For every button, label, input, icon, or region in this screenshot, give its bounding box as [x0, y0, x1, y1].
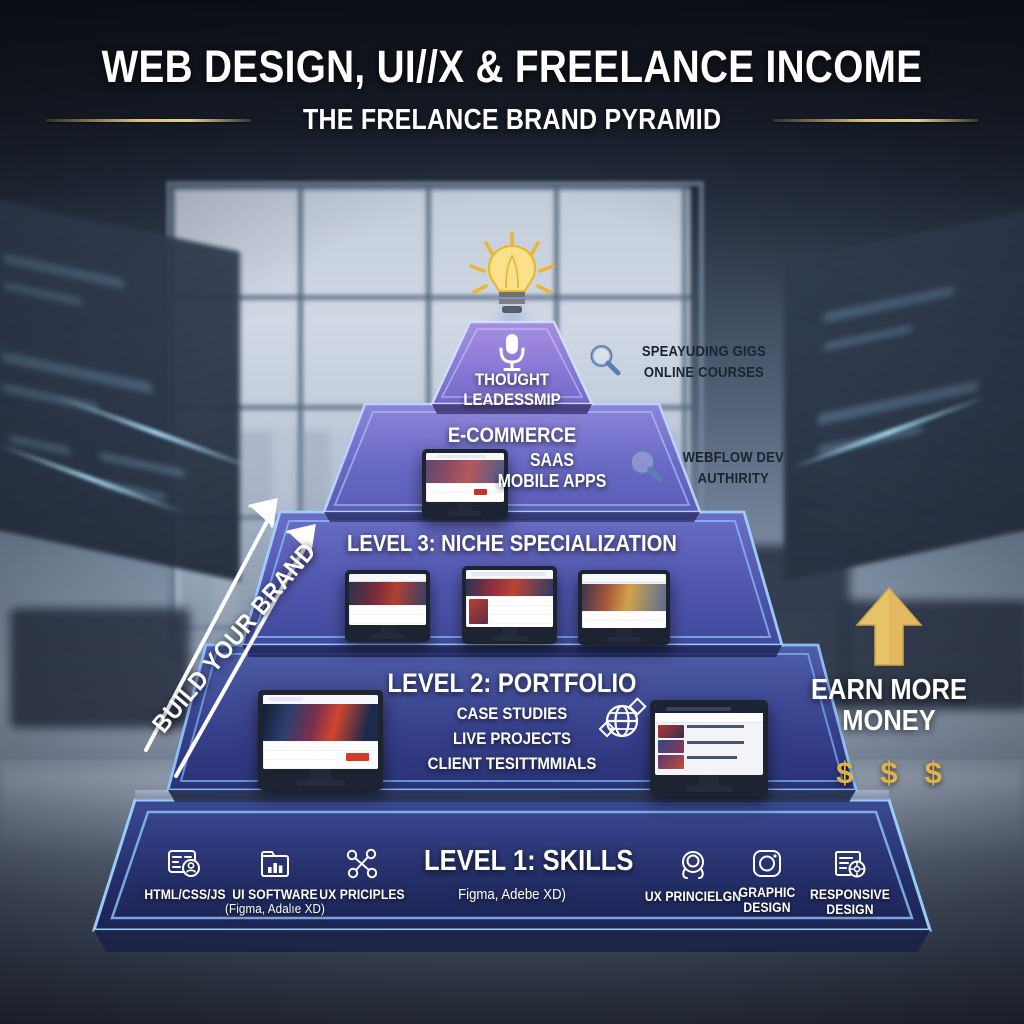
earn-more-money-line-1: EARN MORE	[811, 674, 967, 706]
tier-skills-center-note: Figma, Adebe XD)	[458, 886, 566, 903]
tier-thought-leadership-label: THOUGHT	[475, 370, 549, 389]
callout-line-1: WEBFLOW DEV	[682, 450, 784, 466]
subtitle-row: THE FRELANCE BRAND PYRAMID	[0, 104, 1024, 137]
arrow-up-icon	[794, 585, 984, 667]
callout-line-1: SPEAYUDING GIGS	[641, 344, 766, 360]
gold-rule-left	[45, 119, 251, 122]
dollar-symbols: $ $ $	[794, 755, 984, 791]
camera-icon	[722, 848, 812, 878]
document-gear-icon	[800, 848, 900, 880]
tier-portfolio-item-2: CLIENT TESITTMMIALS	[427, 754, 597, 773]
tier-portfolio-monitor-right	[650, 700, 768, 796]
tier-ecommerce-item-1: MOBILE APPS	[497, 471, 607, 491]
callout-webflow-authority: WEBFLOW DEV AUTHIRITY	[628, 448, 790, 489]
tier-ecommerce-item-0: SAAS	[529, 450, 574, 470]
callout-line-2: ONLINE COURSES	[643, 364, 764, 381]
tier-portfolio-item-1: LIVE PROJECTS	[452, 729, 572, 748]
skill-label: RESPONSIVE	[810, 887, 890, 902]
tier-thought-leadership-label2: LEADESSMIP	[463, 390, 561, 409]
skill-label: UX PRICIPLES	[319, 887, 405, 902]
dollar-icon-1: $	[836, 755, 854, 791]
page-title: WEB DESIGN, UI//X & FREELANCE INCOME	[101, 41, 923, 92]
microphone-icon	[494, 332, 530, 372]
scissors-icon	[312, 848, 412, 880]
skill-label: GRAPHIC	[738, 885, 796, 900]
build-your-brand-arrows: BUILD YOUR BRAND	[0, 440, 360, 780]
lightbulb-icon	[462, 232, 562, 320]
magnifier-icon	[588, 343, 622, 382]
header: WEB DESIGN, UI//X & FREELANCE INCOME THE…	[0, 44, 1024, 137]
callout-text: WEBFLOW DEV AUTHIRITY	[677, 448, 790, 489]
skill-item-graphic-design: GRAPHIC DESIGN	[722, 848, 812, 915]
tier-niche-monitor-2	[462, 566, 557, 644]
magnifier-icon	[628, 448, 664, 489]
callout-line-2: AUTHIRITY	[697, 470, 769, 487]
earn-more-money-cta: EARN MORE MONEY $ $ $	[794, 585, 984, 791]
dollar-icon-3: $	[924, 755, 942, 791]
tier-portfolio-item-0: CASE STUDIES	[456, 704, 568, 723]
skill-item-ux-priciples: UX PRICIPLES	[312, 848, 412, 902]
earn-more-money-line-2: MONEY	[842, 704, 936, 737]
tier-niche-label: LEVEL 3: NICHE SPECIALIZATION	[347, 530, 677, 556]
tier-ecommerce-label: E-COMMERCE	[447, 424, 577, 447]
skill-sublabel: DESIGN	[743, 900, 791, 916]
gold-rule-right	[773, 119, 979, 122]
arrow-up-right-icon	[144, 498, 316, 778]
skill-sublabel: (Figma, Adalıe XD)	[225, 902, 325, 917]
page-subtitle: THE FRELANCE BRAND PYRAMID	[302, 104, 722, 136]
skill-sublabel: DESIGN	[826, 902, 874, 918]
globe-icon	[598, 694, 648, 744]
skill-item-responsive-design: RESPONSIVE DESIGN	[800, 848, 900, 917]
tier-niche-monitor-3	[578, 570, 670, 645]
tier-skills-label: LEVEL 1: SKILLS	[424, 845, 634, 877]
callout-text: SPEAYUDING GIGS ONLINE COURSES	[635, 342, 773, 383]
callout-speaking-gigs: SPEAYUDING GIGS ONLINE COURSES	[588, 342, 773, 383]
dollar-icon-2: $	[880, 755, 898, 791]
